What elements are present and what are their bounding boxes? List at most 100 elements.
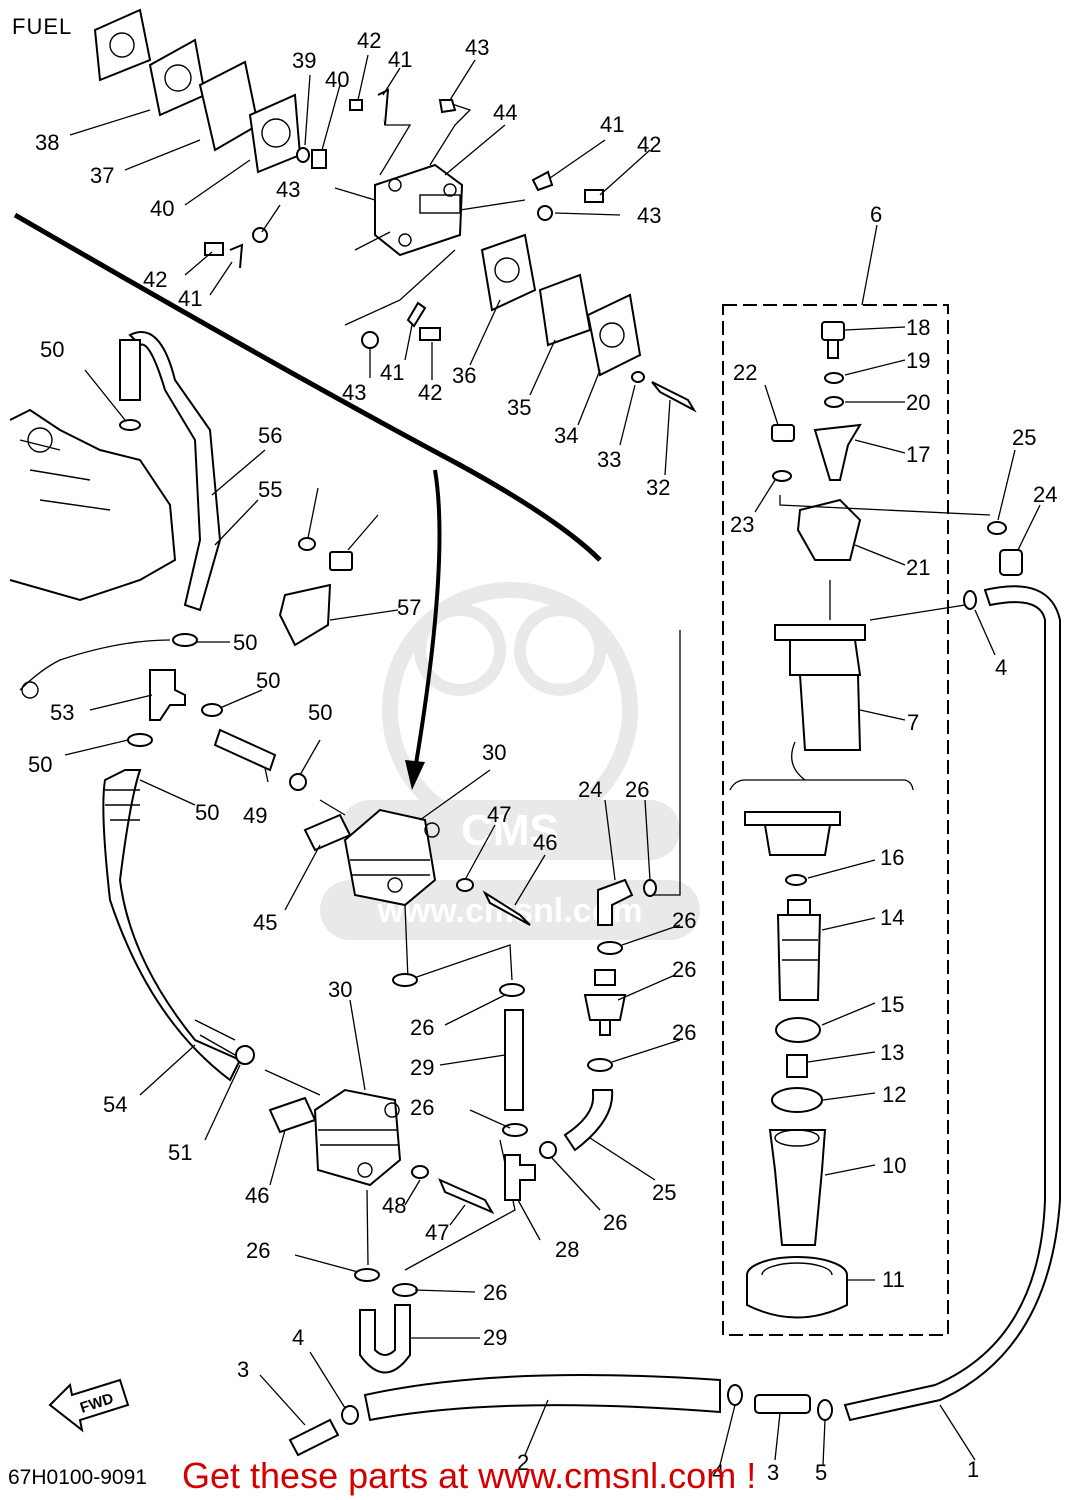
part-55-bracket: [278, 583, 332, 647]
diagram-title: FUEL: [12, 14, 73, 39]
callout-3b: 3: [767, 1460, 779, 1485]
part-50-clamp-c: [201, 703, 223, 717]
callout-44: 44: [493, 100, 517, 125]
callout-52: 54: [103, 1092, 127, 1117]
callout-3a: 3: [237, 1357, 249, 1382]
callout-41: 41: [388, 47, 412, 72]
callout-15: 18: [906, 315, 930, 340]
fwd-direction-icon: FWD: [48, 1378, 130, 1433]
callout-10: 13: [880, 1040, 904, 1065]
part-45-gasket-upper: [303, 813, 352, 852]
part-47-washer-upper: [456, 878, 474, 892]
part-26-clip-i: [392, 1283, 418, 1297]
part-54-hose-end: [119, 339, 141, 401]
callout-4c: 5: [815, 1460, 827, 1485]
part-26-clip-d: [499, 983, 525, 997]
part-3-joint-left: [288, 1418, 340, 1457]
callout-12: 15: [880, 992, 904, 1017]
callout-18: 21: [906, 555, 930, 580]
callout-39: 40: [325, 67, 349, 92]
part-50-clamp-b: [172, 633, 198, 647]
part-5-filter-assembly-box: [722, 304, 949, 1336]
callout-55: 57: [397, 595, 421, 620]
callout-34: 35: [507, 395, 531, 420]
part-4-clip-b: [817, 1399, 833, 1421]
part-25-fuel-filter-inline: [583, 969, 627, 1036]
callout-42: 42: [357, 28, 381, 53]
callout-17: 20: [906, 390, 930, 415]
part-26-clip-a: [643, 879, 657, 897]
part-37-gasket: [93, 8, 152, 82]
part-20-washer: [772, 470, 792, 482]
part-43-nut-b: [537, 205, 553, 221]
callout-50f: 51: [168, 1140, 192, 1165]
callout-1: 1: [967, 1457, 979, 1482]
callout-30b: 30: [328, 977, 352, 1002]
part-2-fuel-hose: [363, 1374, 721, 1422]
callout-36: 37: [90, 163, 114, 188]
watermark-logo: CMS: [461, 806, 559, 855]
callout-26h: 26: [483, 1280, 507, 1305]
callout-32: 33: [597, 447, 621, 472]
part-30-fuel-pump-lower: [313, 1088, 402, 1187]
callout-50a: 50: [40, 337, 64, 362]
part-51-t-joint: [149, 669, 186, 721]
part-50-clamp-a: [119, 419, 141, 431]
callout-25: 26: [672, 957, 696, 982]
callout-50b: 50: [233, 630, 257, 655]
part-26-clip-g: [392, 973, 418, 987]
part-48-pipe: [213, 728, 277, 772]
part-4-clip-a: [727, 1384, 743, 1406]
engine-block: [9, 408, 177, 602]
part-41-clip-a: [377, 88, 390, 126]
part-41-clip-b: [531, 170, 554, 192]
callout-9: 12: [882, 1082, 906, 1107]
callout-26f: 26: [603, 1210, 627, 1235]
callout-6: 7: [907, 710, 919, 735]
part-50-clamp-d: [289, 773, 307, 791]
part-12-seal: [775, 1017, 821, 1043]
part-44-pump-body: [374, 163, 464, 257]
part-38-valve: [296, 147, 310, 163]
callout-24: 25: [652, 1180, 676, 1205]
callout-4b: 4: [712, 1460, 724, 1485]
callout-54: 56: [258, 423, 282, 448]
callout-26e: 26: [410, 1095, 434, 1120]
callout-2: 2: [517, 1450, 529, 1475]
callout-26d: 26: [410, 1015, 434, 1040]
callout-22: 25: [1012, 425, 1036, 450]
callout-4d: 4: [995, 655, 1007, 680]
callout-42b: 42: [637, 132, 661, 157]
part-36-plate: [148, 38, 207, 117]
part-17-washer: [824, 396, 844, 408]
part-15-bolt: [821, 321, 845, 341]
part-42-bolt-a: [349, 99, 363, 111]
part-57-washer: [298, 537, 316, 551]
callout-8: 11: [882, 1267, 905, 1292]
callout-43: 43: [465, 35, 489, 60]
part-23-elbow-hose: [597, 878, 634, 926]
part-filter-head-exploded: [744, 811, 841, 856]
part-34-diaphragm: [538, 273, 592, 347]
part-33-cover: [586, 293, 642, 377]
part-39-spring: [311, 149, 327, 169]
callout-43d: 43: [342, 380, 366, 405]
callout-29: 29: [483, 1325, 507, 1350]
part-10-spring: [786, 1054, 808, 1078]
part-16-washer: [824, 372, 844, 384]
callout-38: 39: [292, 48, 316, 73]
callout-26g: 26: [246, 1238, 270, 1263]
part-26-clip-c: [587, 1058, 613, 1072]
part-41-clip-d: [406, 301, 427, 328]
part-32-washer: [631, 371, 645, 383]
callout-5: 6: [870, 202, 882, 227]
part-45-gasket-lower: [268, 1096, 317, 1134]
callout-14: 17: [906, 442, 930, 467]
promo-link-text[interactable]: Get these parts at www.cmsnl.com !: [182, 1455, 757, 1496]
callout-11: 14: [880, 905, 904, 930]
part-42-bolt-c: [204, 242, 224, 256]
part-54-hose: [128, 331, 222, 612]
callout-42d: 42: [418, 380, 442, 405]
assembly-arrow-head: [405, 760, 425, 790]
